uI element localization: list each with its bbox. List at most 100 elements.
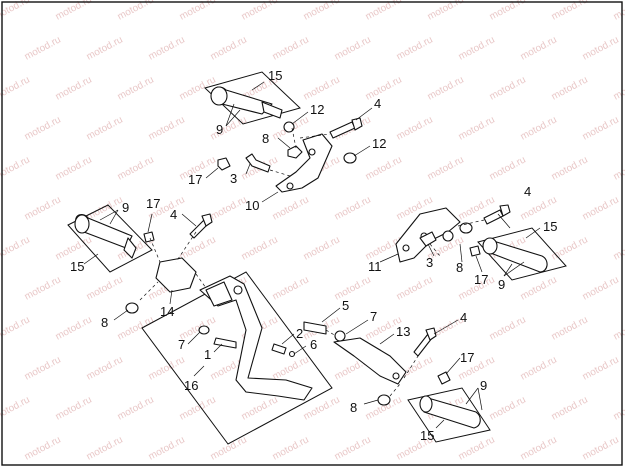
callout-labels: 15 12 4 9 8 12 17 3 10 9 17 4 15 14 8 4 … xyxy=(70,68,557,443)
watermark-text: motod.ru xyxy=(302,234,342,262)
watermark-text: motod.ru xyxy=(85,274,125,302)
nut-17-left xyxy=(143,231,155,243)
watermark-text: motod.ru xyxy=(426,154,466,182)
callout-5: 5 xyxy=(342,298,349,313)
callout-2: 2 xyxy=(296,326,303,341)
callout-16: 16 xyxy=(184,378,198,393)
watermark-text: motod.ru xyxy=(54,314,94,342)
watermark-text: motod.ru xyxy=(23,274,63,302)
bolt-2 xyxy=(271,343,287,355)
spacer-right xyxy=(442,222,473,242)
watermark-text: motod.ru xyxy=(395,34,435,62)
watermark-text: motod.ru xyxy=(85,114,125,142)
watermark-text: motod.ru xyxy=(457,114,497,142)
callout-13: 13 xyxy=(396,324,410,339)
watermark-text: motod.ru xyxy=(147,34,187,62)
watermark-text: motod.ru xyxy=(302,0,342,23)
watermark-text: motod.ru xyxy=(302,74,342,102)
watermark-text: motod.ru xyxy=(364,0,404,23)
watermark-text: motod.ru xyxy=(519,274,559,302)
watermark-text: motod.ru xyxy=(519,354,559,382)
washer-7-right xyxy=(334,330,346,342)
callout-8-right: 8 xyxy=(456,260,463,275)
footpeg-top xyxy=(204,71,301,125)
watermark-text: motod.ru xyxy=(54,0,94,23)
callout-17-bottom: 17 xyxy=(460,350,474,365)
callout-4-top: 4 xyxy=(374,96,381,111)
callout-15-bottom: 15 xyxy=(420,428,434,443)
watermark-text: motod.ru xyxy=(147,354,187,382)
watermark-text: motod.ru xyxy=(488,314,528,342)
lever-16-arm xyxy=(199,275,313,401)
watermark-text: motod.ru xyxy=(612,234,625,262)
watermark-text: motod.ru xyxy=(240,0,280,23)
link-13-body xyxy=(333,337,407,385)
bolt-4-left xyxy=(189,213,213,239)
callout-6: 6 xyxy=(310,337,317,352)
watermark-text: motod.ru xyxy=(488,154,528,182)
nut-8-bottom xyxy=(377,394,391,406)
bolt-3-right xyxy=(419,231,437,247)
watermark-text: motod.ru xyxy=(612,394,625,422)
watermark-text: motod.ru xyxy=(333,194,373,222)
footpeg-left xyxy=(67,204,153,273)
watermark-text: motod.ru xyxy=(302,394,342,422)
watermark-text: motod.ru xyxy=(23,354,63,382)
watermark-text: motod.ru xyxy=(54,74,94,102)
callout-8-bottom: 8 xyxy=(350,400,357,415)
footpeg-right-body xyxy=(487,239,548,273)
footpeg-top-pin xyxy=(261,101,283,119)
watermark-text: motod.ru xyxy=(333,34,373,62)
watermark-text: motod.ru xyxy=(0,314,32,342)
watermark-text: motod.ru xyxy=(178,394,218,422)
footpeg-top-end xyxy=(210,86,228,106)
watermark-text: motod.ru xyxy=(519,114,559,142)
callout-10: 10 xyxy=(245,198,259,213)
watermark-text: motod.ru xyxy=(550,234,590,262)
callout-15-left: 15 xyxy=(70,259,84,274)
watermark-text: motod.ru xyxy=(581,274,621,302)
watermark-text: motod.ru xyxy=(116,394,156,422)
watermark-text: motod.ru xyxy=(85,194,125,222)
footpeg-bottom xyxy=(407,387,491,443)
spring-6 xyxy=(288,350,296,358)
watermark-text: motod.ru xyxy=(457,34,497,62)
nut-8-left xyxy=(125,302,139,314)
callout-17-left: 17 xyxy=(146,196,160,211)
watermark-text: motod.ru xyxy=(23,34,63,62)
watermark-text: motod.ru xyxy=(54,394,94,422)
callout-9-top: 9 xyxy=(216,122,223,137)
callout-7-left: 7 xyxy=(178,337,185,352)
watermark-text: motod.ru xyxy=(271,434,311,462)
watermark-text: motod.ru xyxy=(581,114,621,142)
callout-8-left: 8 xyxy=(101,315,108,330)
watermark-text: motod.ru xyxy=(0,154,32,182)
watermark-text: motod.ru xyxy=(395,274,435,302)
watermark-text: motod.ru xyxy=(581,34,621,62)
callout-17-right: 17 xyxy=(474,272,488,287)
callout-3-right: 3 xyxy=(426,255,433,270)
watermark-text: motod.ru xyxy=(116,0,156,23)
footpeg-bottom-body xyxy=(423,397,481,429)
bracket-10 xyxy=(275,133,333,193)
footpeg-bottom-outline xyxy=(407,387,491,443)
watermark-text: motod.ru xyxy=(581,354,621,382)
bolt-4-right xyxy=(483,204,511,225)
callout-12-right: 12 xyxy=(372,136,386,151)
watermark-text: motod.ru xyxy=(364,154,404,182)
washer-7-left xyxy=(198,325,210,335)
watermark-text: motod.ru xyxy=(550,154,590,182)
watermark-text: motod.ru xyxy=(85,354,125,382)
lever-16 xyxy=(199,275,313,401)
footpeg-right xyxy=(477,227,567,281)
leader-lines xyxy=(83,81,541,429)
watermark-text: motod.ru xyxy=(54,154,94,182)
watermark-text: motod.ru xyxy=(550,74,590,102)
bolt-4-mid xyxy=(413,327,437,357)
watermark-text: motod.ru xyxy=(519,434,559,462)
callout-1: 1 xyxy=(204,347,211,362)
watermark-text: motod.ru xyxy=(23,434,63,462)
